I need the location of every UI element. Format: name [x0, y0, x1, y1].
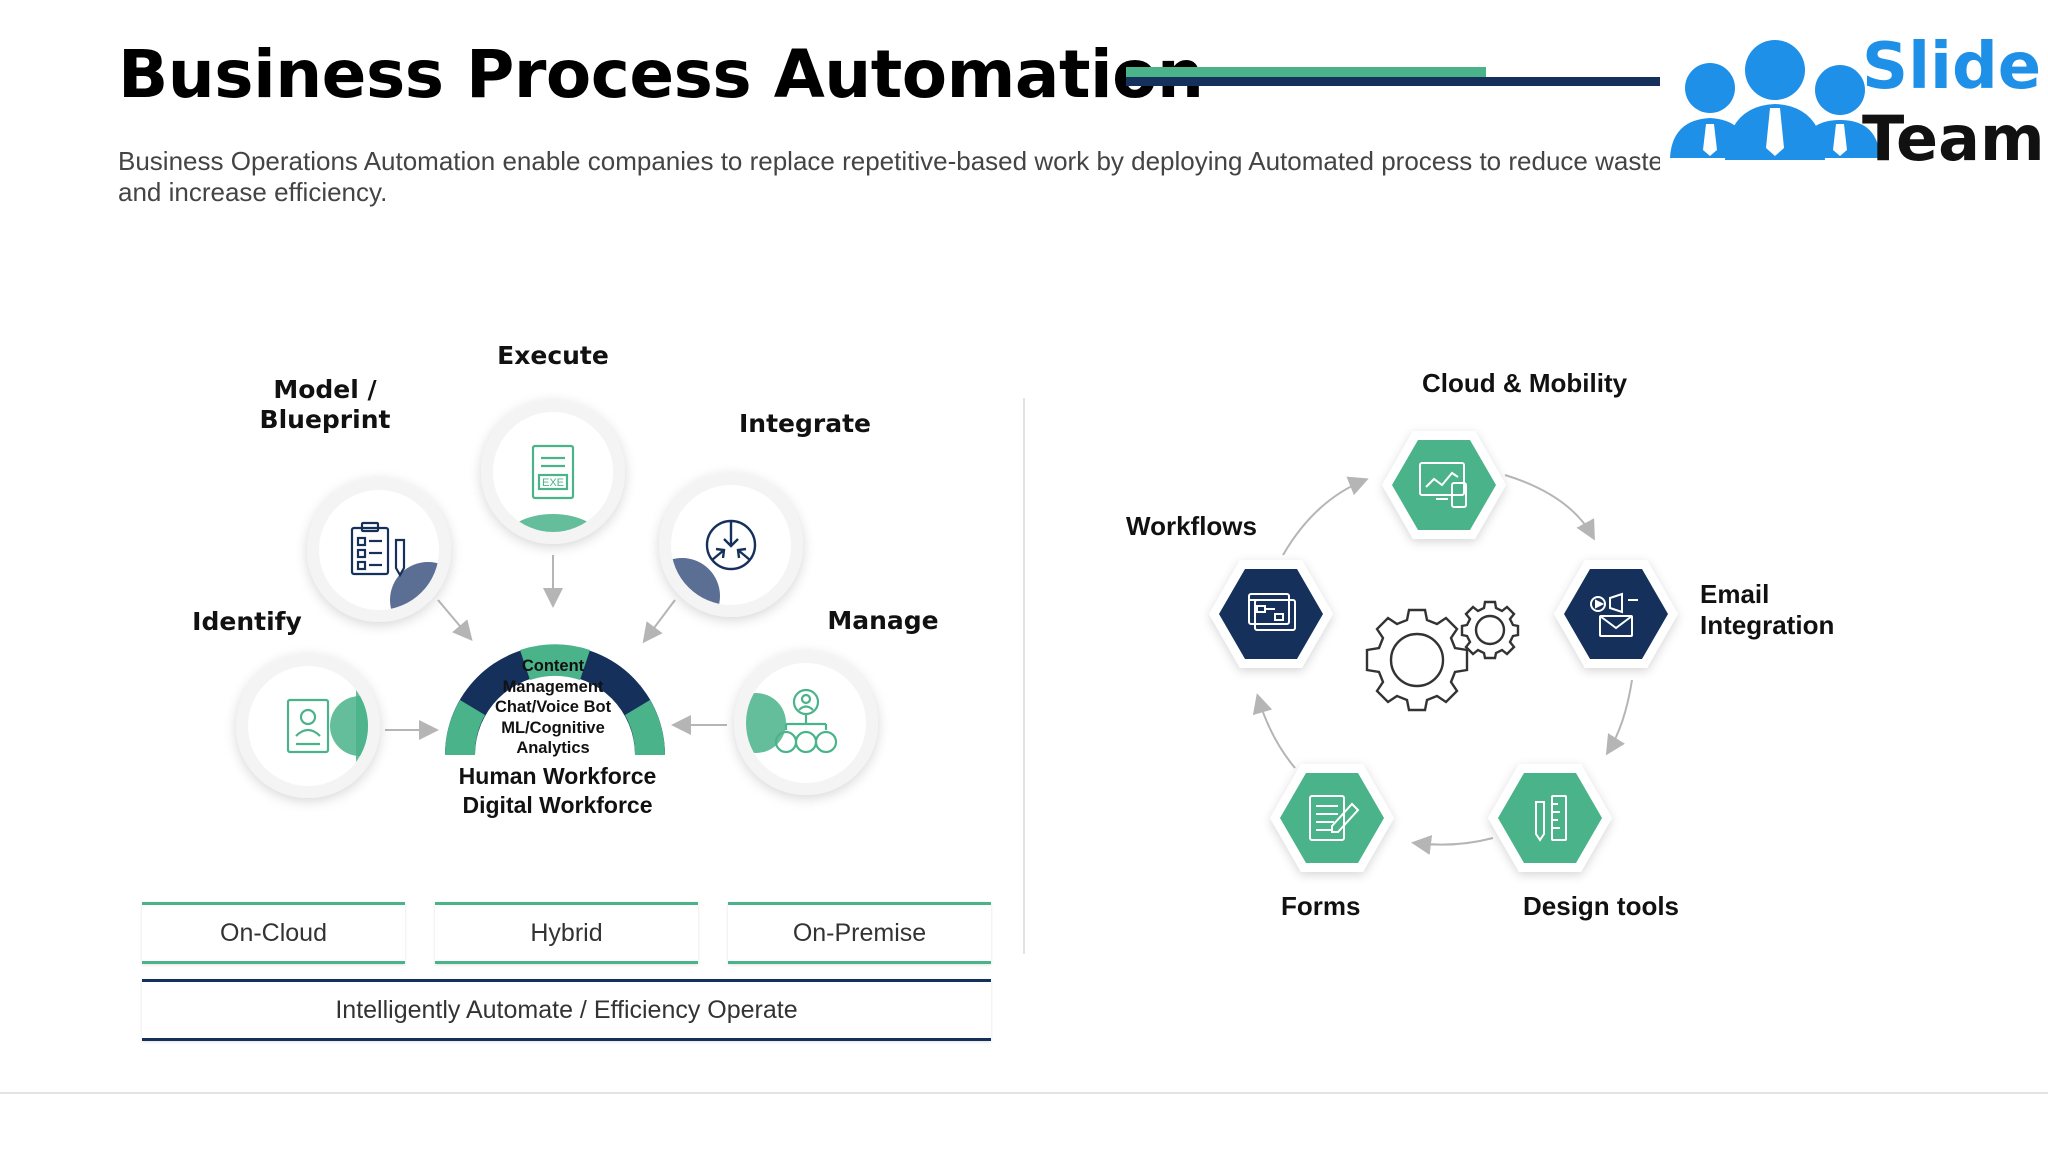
- center-capabilities: Content Management Chat/Voice Bot ML/Cog…: [473, 656, 633, 759]
- human-workforce-label: Human Workforce: [458, 763, 657, 789]
- center-arc: [445, 644, 665, 755]
- cloud-mobility-label: Cloud & Mobility: [1422, 368, 1628, 398]
- center-line-1: Content: [521, 657, 585, 675]
- identify-node: [236, 654, 380, 798]
- workflows-node: [1209, 560, 1333, 668]
- workforce-labels: Human Workforce Digital Workforce: [420, 762, 695, 820]
- integrate-arrows-icon: [705, 519, 757, 571]
- on-cloud-box: On-Cloud: [142, 902, 405, 964]
- exe-badge-text: EXE: [542, 477, 564, 489]
- cloud-mobility-node: [1382, 431, 1506, 539]
- clipboard-icon: [350, 521, 406, 578]
- integrate-label: Integrate: [738, 409, 871, 438]
- footer-rule: [0, 1092, 2048, 1094]
- gears-icon: [1365, 600, 1520, 712]
- center-line-3: Chat/Voice Bot: [494, 698, 612, 716]
- manage-label: Manage: [827, 606, 939, 635]
- workflows-label: Workflows: [1126, 511, 1257, 541]
- workflow-windows-icon: [1248, 593, 1296, 631]
- integrate-node: [659, 473, 803, 617]
- forms-label: Forms: [1281, 891, 1361, 921]
- flow-arrows: [385, 555, 727, 740]
- design-tools-label: Design tools: [1523, 891, 1680, 921]
- execute-label: Execute: [497, 341, 609, 370]
- exe-file-icon: [531, 444, 575, 500]
- forms-node: [1270, 764, 1394, 872]
- email-integration-label: Email Integration: [1700, 579, 1835, 640]
- id-card-icon: [286, 698, 330, 754]
- cycle-arrows: [1252, 474, 1633, 855]
- section-divider: [1023, 398, 1025, 954]
- model-label: Model / Blueprint: [259, 375, 391, 434]
- slideteam-logo: [1660, 28, 2048, 178]
- model-node: [307, 478, 451, 622]
- design-tools-node: [1488, 764, 1612, 872]
- page-title: Business Process Automation: [118, 36, 1204, 113]
- pencil-ruler-icon: [1535, 795, 1567, 842]
- logo-word-team: Team: [1862, 102, 2045, 175]
- digital-workforce-label: Digital Workforce: [462, 792, 653, 818]
- logo-word-slide: Slide: [1862, 30, 2042, 104]
- team-hierarchy-icon: [774, 688, 838, 754]
- form-document-icon: [1309, 795, 1360, 841]
- page-subtitle: Business Operations Automation enable co…: [118, 146, 1664, 207]
- header-rule-navy: [1126, 77, 2048, 86]
- people-icon: [1660, 28, 2048, 178]
- on-premise-box: On-Premise: [728, 902, 991, 964]
- center-line-5: Analytics: [516, 739, 590, 757]
- header-rule-green: [1126, 67, 1486, 77]
- analytics-screen-icon: [1419, 462, 1467, 508]
- email-integration-node: [1554, 560, 1678, 668]
- identify-label: Identify: [192, 607, 302, 636]
- manage-node: [734, 651, 878, 795]
- automate-efficiency-box: Intelligently Automate / Efficiency Oper…: [142, 979, 991, 1041]
- email-marketing-icon: [1590, 592, 1638, 637]
- center-line-2: Management: [502, 677, 604, 696]
- center-line-4: ML/Cognitive: [501, 718, 605, 737]
- hybrid-box: Hybrid: [435, 902, 698, 964]
- execute-node: EXE: [481, 400, 625, 544]
